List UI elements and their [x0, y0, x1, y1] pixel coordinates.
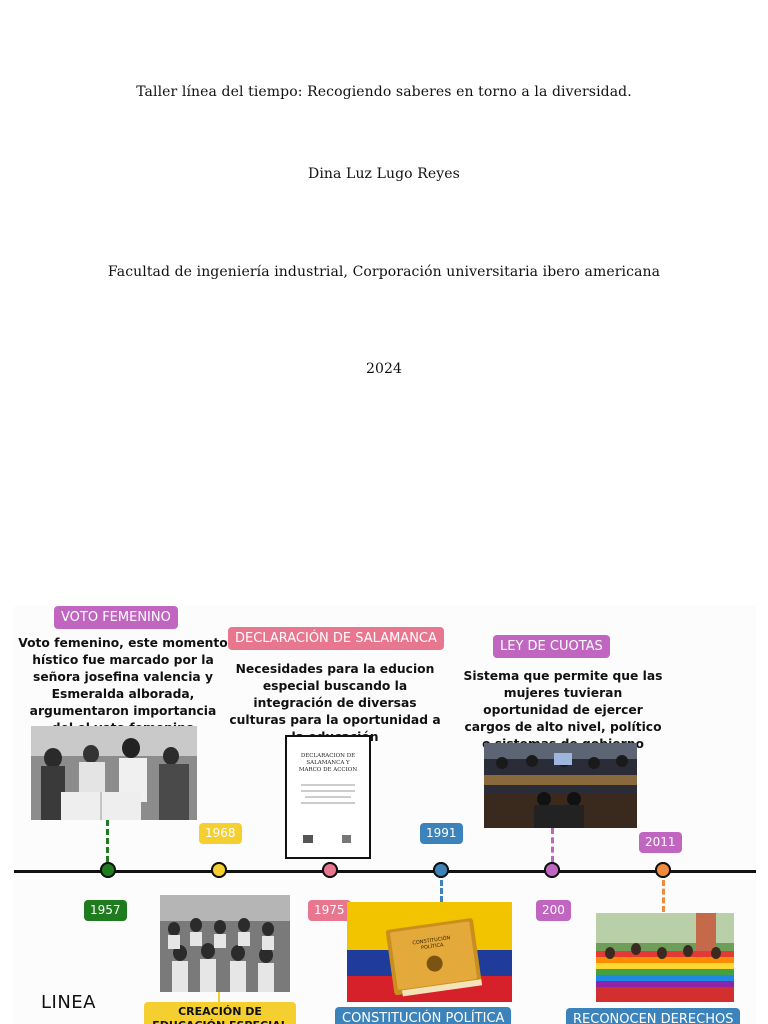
year-badge-1975: 1975	[308, 900, 351, 921]
affiliation: Facultad de ingeniería industrial, Corpo…	[107, 264, 661, 280]
svg-text:POLÍTICA: POLÍTICA	[421, 941, 445, 951]
node-1991-top	[433, 862, 449, 878]
stem-2011	[662, 880, 665, 912]
voting-photo	[31, 726, 197, 820]
stem-1968	[218, 992, 220, 1004]
event-title-ley-de-cuotas: LEY DE CUOTAS	[493, 635, 610, 658]
stem-2000	[551, 828, 554, 862]
pride-march-photo	[596, 913, 734, 1002]
year-badge-2011: 2011	[639, 832, 682, 853]
congress-photo	[484, 743, 637, 828]
stem-1957	[106, 820, 109, 862]
node-1968-top	[211, 862, 227, 878]
unesco-logo-icon	[303, 835, 313, 843]
event-text-salamanca: Necesidades para la educion especial bus…	[229, 662, 441, 744]
timeline-axis	[14, 870, 756, 873]
salamanca-document-image: DECLARACION DE SALAMANCA Y MARCO DE ACCI…	[285, 735, 371, 859]
year-badge-1957: 1957	[84, 900, 127, 921]
event-title-salamanca: DECLARACIÓN DE SALAMANCA	[228, 627, 444, 650]
event-text-voto-femenino: Voto femenino, este momento hístico fue …	[18, 636, 228, 735]
node-2000-top	[544, 862, 560, 878]
timeline-infographic: VOTO FEMENINO Voto femenino, este moment…	[14, 606, 756, 1024]
year-badge-1991: 1991	[420, 823, 463, 844]
document-cover-text: DECLARACION DE SALAMANCA Y MARCO DE ACCI…	[298, 753, 358, 773]
document-title: Taller línea del tiempo: Recogiendo sabe…	[136, 84, 632, 100]
constitution-flag-photo: CONSTITUCIÓN POLÍTICA	[347, 902, 512, 1002]
classroom-photo	[160, 895, 290, 992]
node-2011-top	[655, 862, 671, 878]
year-badge-200: 200	[536, 900, 571, 921]
author-name: Dina Luz Lugo Reyes	[308, 166, 460, 182]
node-1975-top	[322, 862, 338, 878]
event-title-voto-femenino: VOTO FEMENINO	[54, 606, 178, 629]
timeline-heading-word: LINEA	[41, 992, 96, 1013]
event-title-reconocen-derechos: RECONOCEN DERECHOS	[566, 1008, 741, 1024]
spain-crest-icon	[342, 835, 351, 843]
event-title-educacion-especial: CREACIÓN DE EDUCACIÓN ESPECIAL UNESCO	[144, 1002, 296, 1024]
year: 2024	[365, 361, 403, 377]
stem-1991	[440, 880, 443, 902]
event-text-ley-de-cuotas: Sistema que permite que las mujeres tuvi…	[463, 669, 663, 751]
node-1957-top	[100, 862, 116, 878]
event-title-constitucion: CONSTITUCIÓN POLÍTICA	[335, 1007, 512, 1024]
year-badge-1968: 1968	[199, 823, 242, 844]
